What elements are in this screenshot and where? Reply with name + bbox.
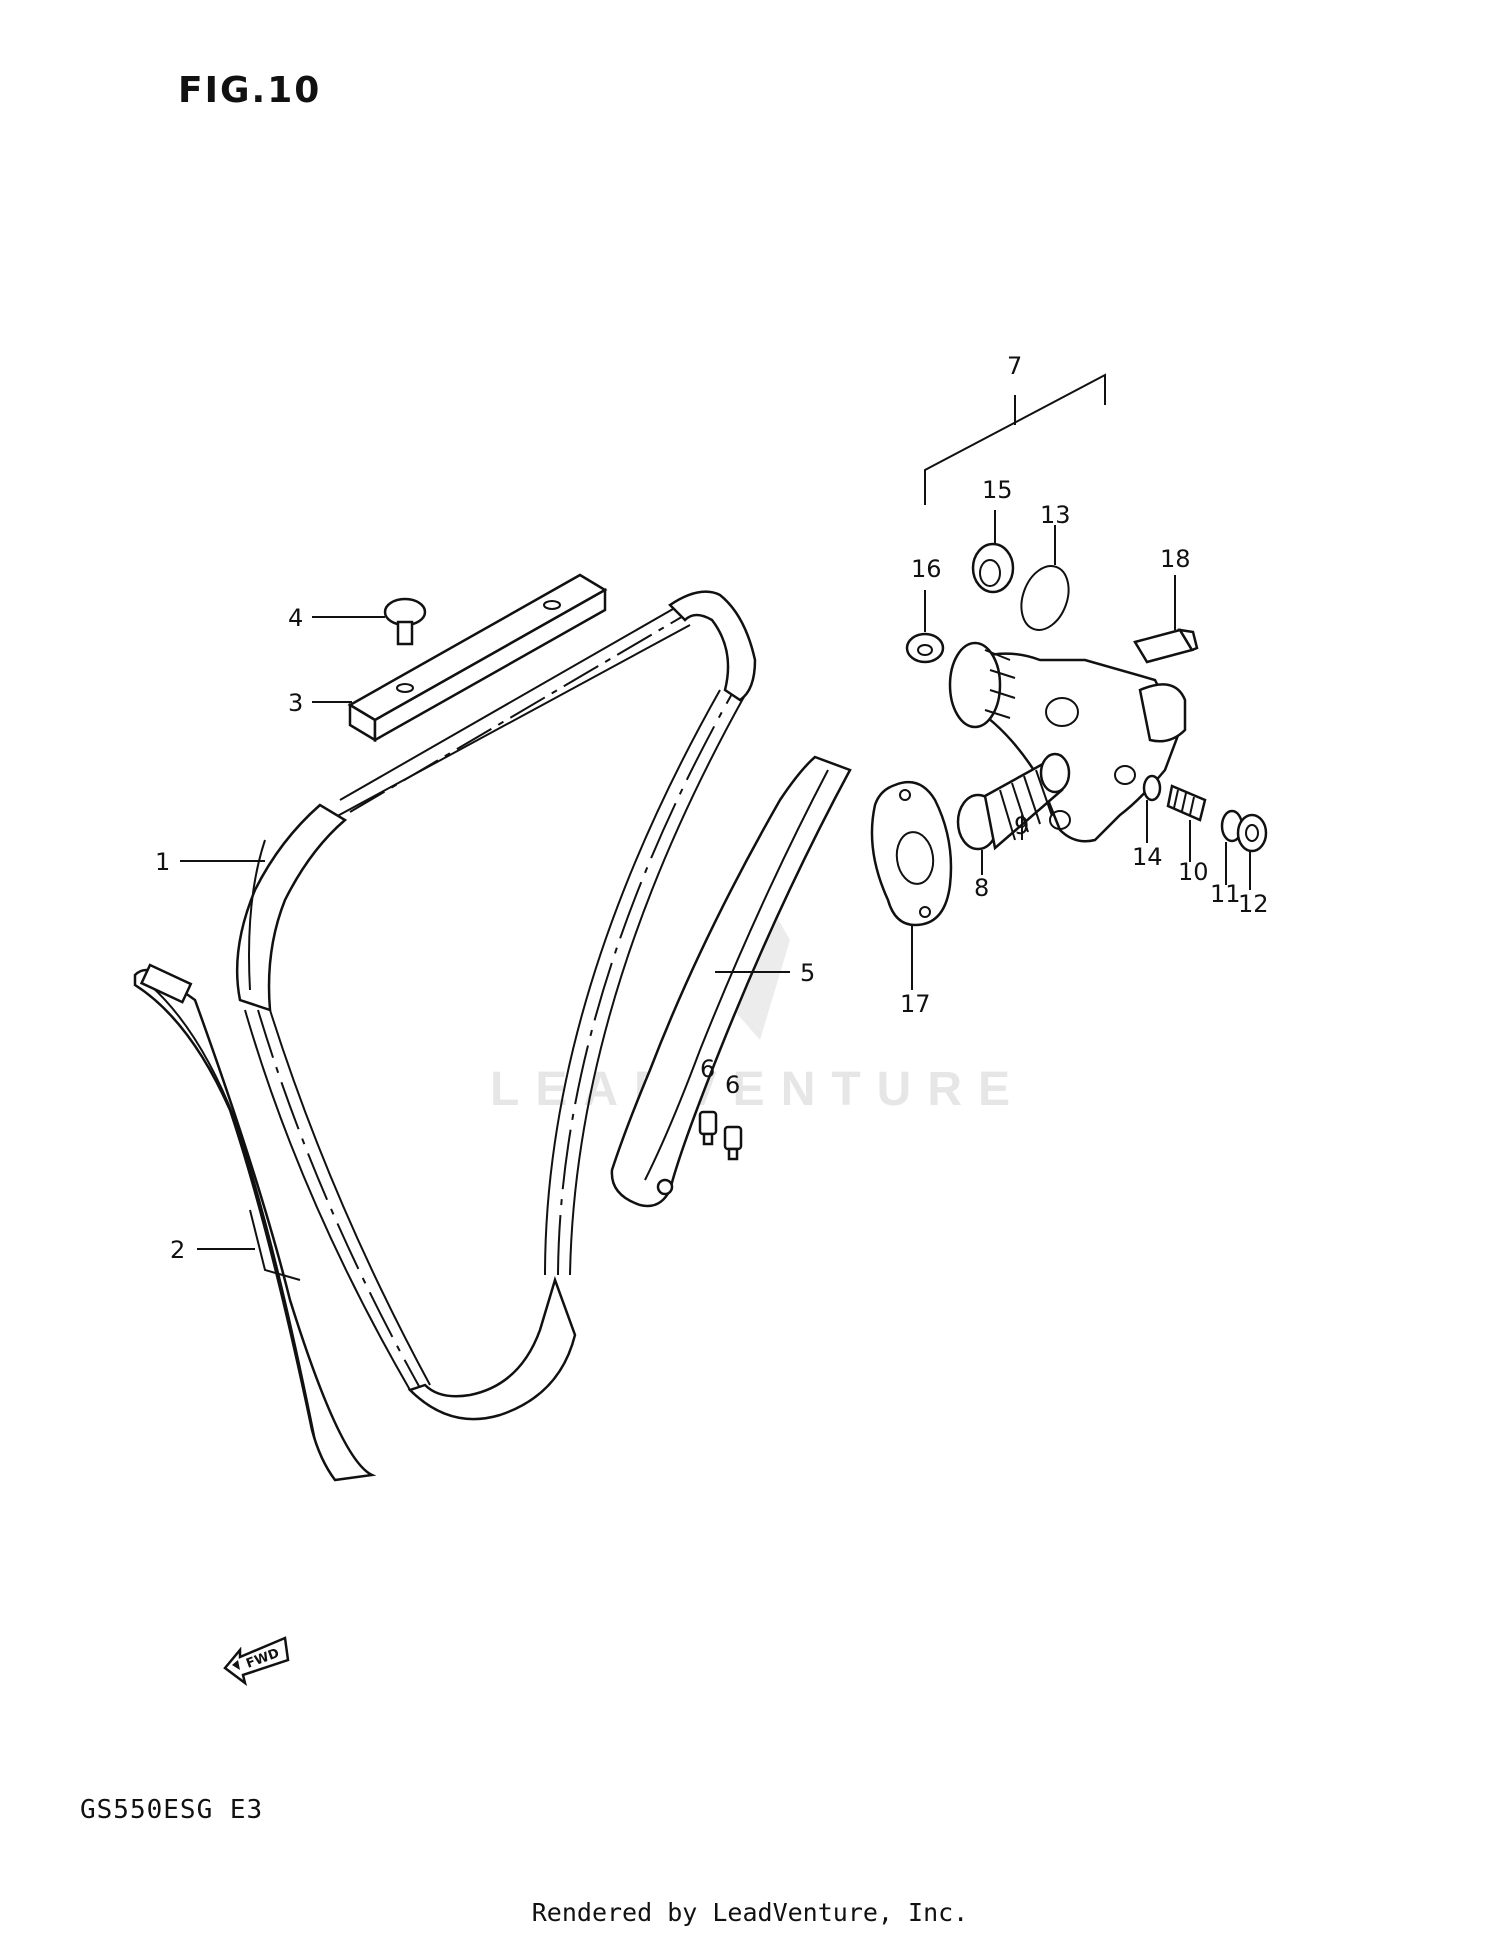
lock-screw[interactable]	[1166, 784, 1207, 822]
callout-7: 7	[1007, 352, 1022, 380]
callout-11: 11	[1210, 880, 1241, 908]
callout-12: 12	[1238, 890, 1269, 918]
o-ring[interactable]	[1013, 559, 1077, 636]
model-code: GS550ESG E3	[80, 1795, 264, 1825]
sealing-washer[interactable]	[1142, 774, 1162, 802]
callout-17: 17	[900, 990, 931, 1018]
figure-title: FIG.10	[178, 70, 322, 111]
adjuster-bolt[interactable]	[1133, 628, 1199, 664]
callout-10: 10	[1178, 858, 1209, 886]
tensioner-body[interactable]	[948, 641, 1187, 843]
chain-guide-rear[interactable]	[133, 963, 377, 1482]
oil-seal[interactable]	[971, 542, 1015, 594]
callout-6b: 6	[725, 1071, 740, 1099]
callout-16: 16	[911, 555, 942, 583]
cam-chain[interactable]	[235, 590, 757, 1421]
callout-18: 18	[1160, 545, 1191, 573]
callout-4: 4	[288, 604, 303, 632]
callout-8: 8	[974, 874, 989, 902]
footer-credit: Rendered by LeadVenture, Inc.	[531, 1898, 969, 1927]
callout-1: 1	[155, 848, 170, 876]
chain-damper-pins[interactable]	[698, 1110, 743, 1161]
push-rod[interactable]	[956, 752, 1071, 851]
callout-3: 3	[288, 689, 303, 717]
watermark-text: LEADVENTURE	[490, 1063, 1027, 1116]
callout-13: 13	[1040, 501, 1071, 529]
callout-9: 9	[1014, 812, 1029, 840]
lock-nut[interactable]	[1236, 813, 1268, 853]
tensioner-nut[interactable]	[905, 632, 945, 664]
callout-5: 5	[800, 959, 815, 987]
tensioner-gasket[interactable]	[870, 780, 953, 927]
callout-15: 15	[982, 476, 1013, 504]
guide-screw[interactable]	[383, 597, 427, 646]
fwd-arrow-icon: FWD	[223, 1636, 290, 1687]
assembly-bracket	[924, 373, 1106, 505]
callout-14: 14	[1132, 843, 1163, 871]
callout-6a: 6	[700, 1055, 715, 1083]
chain-guide-tensioner[interactable]	[610, 755, 852, 1208]
callout-2: 2	[170, 1236, 185, 1264]
chain-guide-upper[interactable]	[347, 573, 608, 743]
